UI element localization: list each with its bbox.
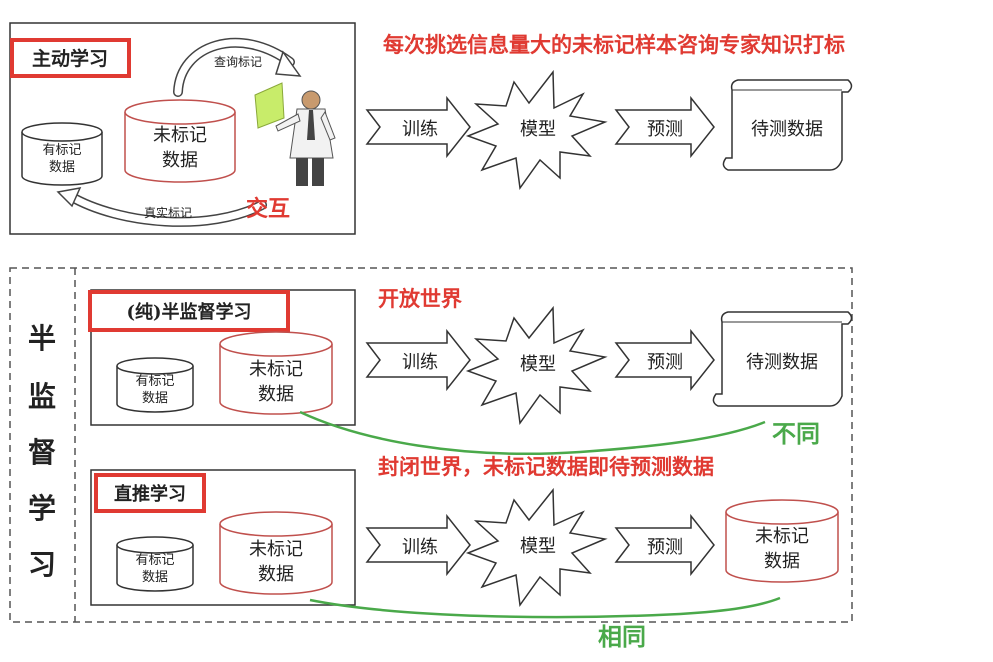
transductive-train-arrow: 训练	[365, 513, 471, 577]
same-label: 相同	[598, 623, 646, 651]
transductive-unlabeled-cylinder: 未标记 数据	[219, 511, 333, 595]
semi-supervised-outer-box	[9, 267, 853, 623]
transductive-unlabeled-label-1: 未标记	[249, 539, 303, 560]
true-label-arrow: 真实标记	[56, 187, 267, 227]
transductive-labeled-label-2: 数据	[142, 570, 168, 585]
active-train-arrow: 训练	[365, 95, 471, 159]
active-test-data-scroll: 待测数据	[722, 79, 853, 171]
transductive-predict-label: 预测	[647, 537, 683, 558]
active-predict-label: 预测	[647, 119, 683, 140]
active-learning-caption: 每次挑选信息量大的未标记样本咨询专家知识打标	[383, 33, 845, 57]
pure-semi-title: (纯)半监督学习	[126, 301, 251, 323]
transductive-labeled-cylinder: 有标记 数据	[116, 536, 194, 592]
transductive-caption: 封闭世界，未标记数据即待预测数据	[378, 455, 714, 479]
pure-semi-unlabeled-label-2: 数据	[258, 384, 294, 405]
labeled-data-cylinder: 有标记 数据	[21, 122, 103, 186]
difference-connector	[299, 410, 766, 455]
transductive-title: 直推学习	[114, 483, 186, 505]
transductive-train-label: 训练	[402, 537, 438, 558]
pure-semi-test-data-label: 待测数据	[746, 352, 818, 373]
interaction-label: 交互	[246, 196, 290, 222]
pure-semi-labeled-label-1: 有标记	[135, 374, 174, 389]
transductive-model-starburst: 模型	[465, 487, 608, 607]
query-label-text: 查询标记	[214, 55, 262, 69]
unlabeled-data-cylinder: 未标记 数据	[124, 99, 236, 183]
transductive-model-label: 模型	[520, 536, 556, 557]
transductive-title-box	[94, 473, 206, 513]
semi-supervised-title-char-5: 习	[28, 548, 56, 581]
active-model-starburst: 模型	[465, 69, 608, 190]
pure-semi-train-arrow: 训练	[365, 328, 471, 392]
pure-semi-unlabeled-cylinder: 未标记 数据	[219, 331, 333, 415]
expert-icon	[254, 82, 336, 186]
active-predict-arrow: 预测	[614, 95, 715, 159]
pure-semi-predict-label: 预测	[647, 352, 683, 373]
pure-semi-predict-arrow: 预测	[614, 328, 715, 392]
pure-semi-model-starburst: 模型	[465, 305, 608, 425]
active-test-data-label: 待测数据	[751, 119, 823, 140]
labeled-data-label-1: 有标记	[42, 143, 81, 158]
true-label-text: 真实标记	[144, 205, 192, 220]
transductive-test-data-label-1: 未标记	[755, 526, 809, 547]
active-model-label: 模型	[520, 119, 556, 140]
transductive-labeled-label-1: 有标记	[135, 553, 174, 568]
semi-supervised-title-char-3: 督	[28, 436, 56, 469]
same-connector	[309, 596, 781, 619]
active-learning-title-box	[10, 38, 131, 78]
pure-semi-labeled-cylinder: 有标记 数据	[116, 357, 194, 413]
labeled-data-label-2: 数据	[49, 160, 75, 175]
transductive-test-data-label-2: 数据	[764, 551, 800, 572]
semi-supervised-title-char-2: 监	[28, 380, 56, 413]
query-label-arrow: 查询标记	[173, 37, 302, 97]
pure-semi-caption: 开放世界	[378, 287, 462, 311]
pure-semi-model-label: 模型	[520, 354, 556, 375]
difference-label: 不同	[772, 420, 820, 448]
transductive-predict-arrow: 预测	[614, 513, 715, 577]
semi-supervised-title-char-1: 半	[28, 322, 56, 355]
pure-semi-train-label: 训练	[402, 352, 438, 373]
semi-supervised-title-char-4: 学	[28, 492, 56, 525]
active-learning-title: 主动学习	[32, 47, 108, 70]
transductive-unlabeled-label-2: 数据	[258, 564, 294, 585]
unlabeled-data-label-2: 数据	[162, 150, 198, 171]
unlabeled-data-label-1: 未标记	[153, 125, 207, 146]
transductive-test-data-cylinder: 未标记 数据	[725, 499, 839, 583]
pure-semi-unlabeled-label-1: 未标记	[249, 359, 303, 380]
pure-semi-title-box	[88, 290, 290, 332]
pure-semi-labeled-label-2: 数据	[142, 391, 168, 406]
pure-semi-test-data-scroll: 待测数据	[712, 311, 853, 407]
active-train-label: 训练	[402, 119, 438, 140]
